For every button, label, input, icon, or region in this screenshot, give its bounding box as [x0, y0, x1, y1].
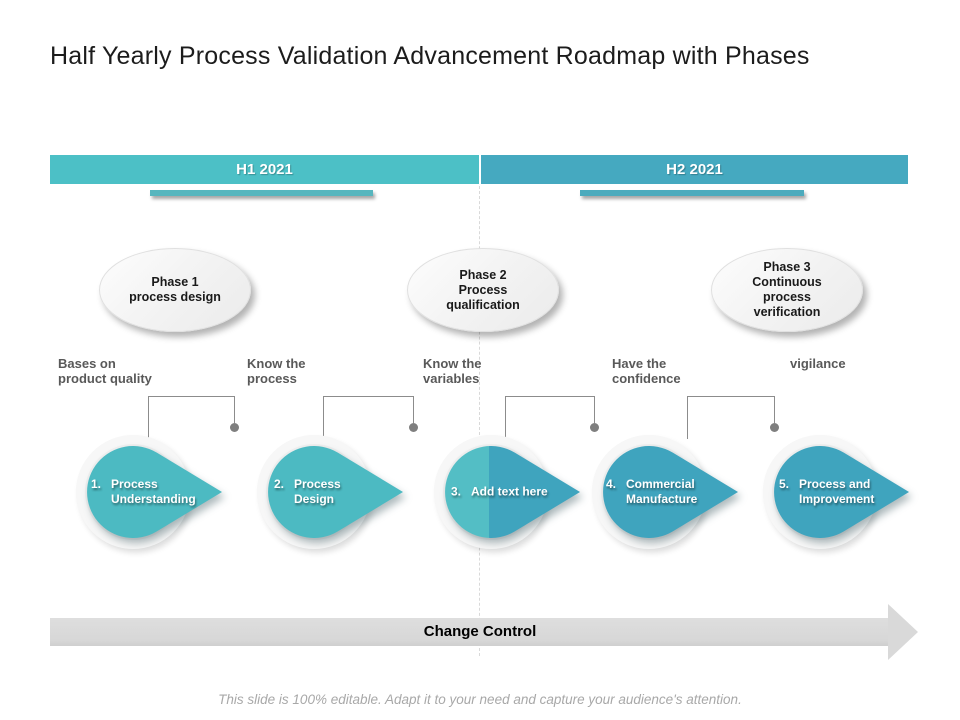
step-5-text: 5. Process and Improvement [779, 477, 881, 507]
bracket-right-line [774, 397, 775, 423]
step-label: Process and Improvement [799, 477, 875, 506]
timeline-h1-2021[interactable]: H1 2021 [50, 155, 479, 184]
step-1-text: 1. Process Understanding [91, 477, 196, 507]
change-control-arrowhead-icon [888, 604, 918, 660]
step-label: Add text here [471, 484, 548, 499]
caption-vigilance: vigilance [790, 356, 846, 371]
phase-2-label: Phase 2 Process qualification [446, 267, 520, 312]
h1-underline-bar [150, 190, 373, 196]
bracket-right-line [594, 397, 595, 423]
half-year-divider-line [479, 186, 480, 656]
bracket-left-line [687, 397, 688, 439]
step-label: Commercial Manufacture [626, 477, 698, 506]
h2-underline-bar [580, 190, 804, 196]
step-number: 2. [274, 477, 285, 491]
pin-arrow-shape [445, 446, 580, 538]
step-label: Process Understanding [111, 477, 196, 506]
bracket-left-line [323, 397, 324, 439]
step-number: 3. [451, 484, 462, 499]
connector-bracket-3 [505, 396, 599, 440]
step-2-text: 2. Process Design [274, 477, 376, 507]
phase-2-ellipse[interactable]: Phase 2 Process qualification [407, 248, 559, 332]
pin-arrow-shape [774, 446, 909, 538]
connector-bracket-2 [323, 396, 418, 440]
connector-bracket-1 [148, 396, 239, 440]
caption-know-the-variables: Know the variables [423, 356, 482, 387]
bracket-left-line [148, 397, 149, 439]
step-number: 5. [779, 477, 790, 491]
step-3-text: 3. Add text here [451, 485, 553, 500]
step-number: 1. [91, 477, 102, 491]
bracket-left-line [505, 397, 506, 439]
connector-dot [409, 423, 418, 432]
change-control-bar[interactable] [50, 618, 888, 646]
step-4-text: 4. Commercial Manufacture [606, 477, 708, 507]
connector-dot [590, 423, 599, 432]
pin-arrow-shape [87, 446, 222, 538]
phase-3-label: Phase 3 Continuous process verification [752, 260, 822, 319]
phase-1-ellipse[interactable]: Phase 1 process design [99, 248, 251, 332]
change-control-label: Change Control [423, 623, 537, 640]
phase-1-label: Phase 1 process design [129, 275, 221, 304]
caption-bases-on-product-quality: Bases on product quality [58, 356, 152, 387]
caption-have-the-confidence: Have the confidence [612, 356, 681, 387]
slide-title: Half Yearly Process Validation Advanceme… [50, 42, 810, 70]
connector-bracket-4 [687, 396, 779, 440]
connector-dot [770, 423, 779, 432]
step-label: Process Design [294, 477, 341, 506]
pin-arrow-shape [268, 446, 403, 538]
caption-know-the-process: Know the process [247, 356, 306, 387]
timeline-h2-label: H2 2021 [666, 161, 723, 178]
pin-arrow-shape [603, 446, 738, 538]
bracket-right-line [234, 397, 235, 423]
bracket-right-line [413, 397, 414, 423]
timeline-h2-2021[interactable]: H2 2021 [481, 155, 908, 184]
footer-note: This slide is 100% editable. Adapt it to… [218, 692, 742, 707]
connector-dot [230, 423, 239, 432]
step-number: 4. [606, 477, 617, 491]
phase-3-ellipse[interactable]: Phase 3 Continuous process verification [711, 248, 863, 332]
timeline-h1-label: H1 2021 [236, 161, 293, 178]
